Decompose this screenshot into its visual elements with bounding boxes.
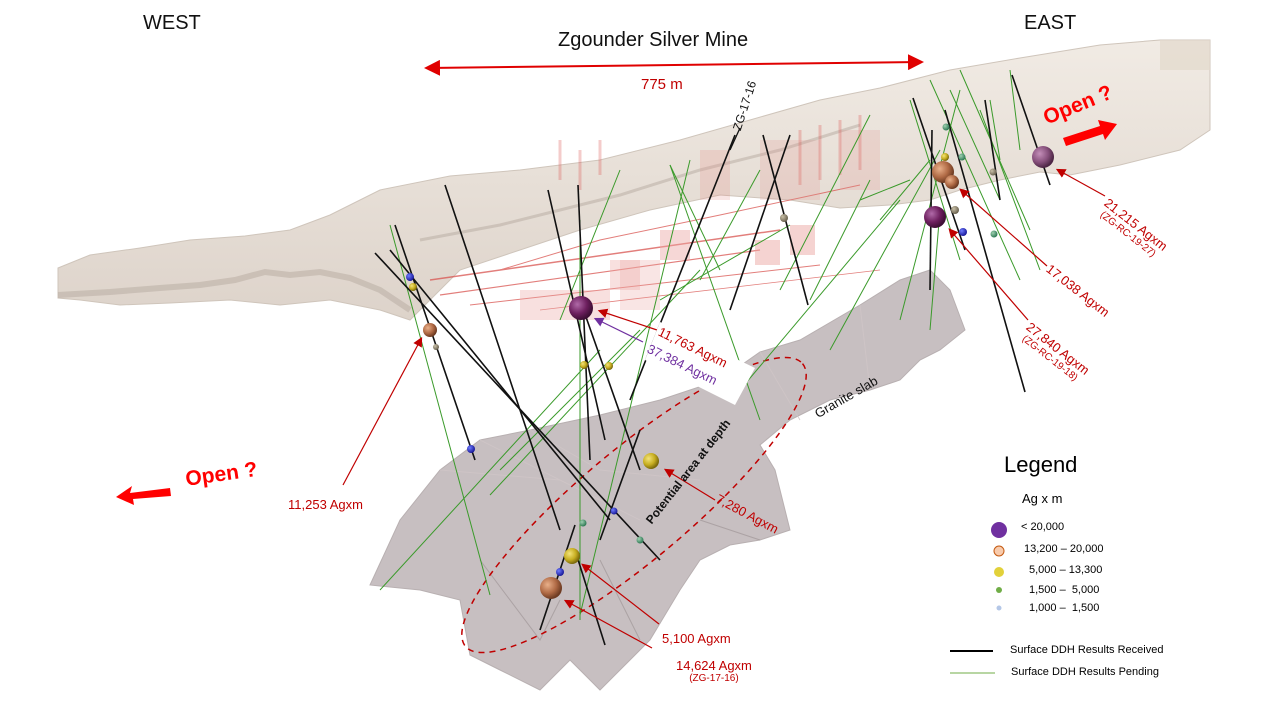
intercept-sphere[interactable] <box>945 175 959 189</box>
intercept-sphere[interactable] <box>958 153 966 161</box>
intercept-sphere[interactable] <box>941 153 949 161</box>
intercept-sphere[interactable] <box>942 123 950 131</box>
legend-title: Legend <box>1004 452 1078 477</box>
intercept-sphere[interactable] <box>579 519 587 527</box>
intercept-sphere[interactable] <box>636 536 644 544</box>
annotation-value: 5,100 Agxm <box>662 631 731 646</box>
legend-swatch-xs <box>996 605 1002 611</box>
legend-class-label: < 20,000 <box>1021 521 1065 533</box>
page-title: Zgounder Silver Mine <box>558 29 749 51</box>
legend-swatch-sm <box>996 587 1002 593</box>
annotation-hole: (ZG-17-16) <box>689 673 739 685</box>
legend-swatch-lg <box>993 545 1005 557</box>
intercept-sphere[interactable] <box>409 283 417 291</box>
intercept-sphere[interactable] <box>556 568 564 576</box>
legend-swatch-xl <box>991 522 1007 538</box>
annotation-11253: 11,253 Agxm <box>288 497 363 512</box>
east-label: EAST <box>1024 12 1077 34</box>
label-backdrop <box>645 322 755 405</box>
legend-class-label: 5,000 – 13,300 <box>1029 564 1103 576</box>
intercept-sphere[interactable] <box>423 323 437 337</box>
intercept-sphere[interactable] <box>924 206 946 228</box>
intercept-sphere[interactable] <box>564 548 580 564</box>
annotation-value: 11,253 Agxm <box>288 497 363 512</box>
pending-drillholes <box>379 69 1041 620</box>
intercept-sphere[interactable] <box>467 445 475 453</box>
distance-arrow <box>424 54 924 76</box>
distance-label: 775 m <box>641 76 683 93</box>
west-label: WEST <box>143 12 201 34</box>
intercept-sphere[interactable] <box>540 577 562 599</box>
intercept-sphere[interactable] <box>643 453 659 469</box>
intercept-sphere[interactable] <box>780 214 788 222</box>
legend-class-label: 1,500 – 5,000 <box>1029 584 1100 596</box>
legend-swatches <box>950 522 1007 674</box>
intercept-sphere[interactable] <box>569 296 593 320</box>
intercept-sphere[interactable] <box>610 507 618 515</box>
legend-class-label: 13,200 – 20,000 <box>1024 543 1104 555</box>
intercept-sphere[interactable] <box>959 228 967 236</box>
intercept-sphere[interactable] <box>580 361 588 369</box>
legend-class-label: 1,000 – 1,500 <box>1029 602 1100 614</box>
annotation-5100: 5,100 Agxm <box>662 631 731 646</box>
intercept-sphere[interactable] <box>433 344 439 350</box>
open-west-arrow <box>116 486 171 505</box>
annotation-leaders <box>342 168 1106 649</box>
intercept-sphere[interactable] <box>951 206 959 214</box>
legend-swatch-md <box>994 567 1004 577</box>
intercept-sphere[interactable] <box>1032 146 1054 168</box>
legend-subtitle: Ag x m <box>1022 491 1063 506</box>
intercept-sphere[interactable] <box>990 230 998 238</box>
annotation-14624: 14,624 Agxm (ZG-17-16) <box>676 658 752 685</box>
assay-intercepts <box>406 123 1054 599</box>
annotation-value: 14,624 Agxm <box>676 658 752 673</box>
potential-area-outline <box>461 356 807 654</box>
intercept-sphere[interactable] <box>605 362 613 370</box>
intercept-sphere[interactable] <box>989 168 997 176</box>
legend-line-label: Surface DDH Results Received <box>1010 644 1164 656</box>
zg-17-16-collar-line <box>729 127 741 151</box>
intercept-sphere[interactable] <box>406 273 414 281</box>
terrain-surface <box>57 39 1211 321</box>
open-east-arrow <box>1063 120 1117 146</box>
legend-line-label: Surface DDH Results Pending <box>1011 666 1159 678</box>
